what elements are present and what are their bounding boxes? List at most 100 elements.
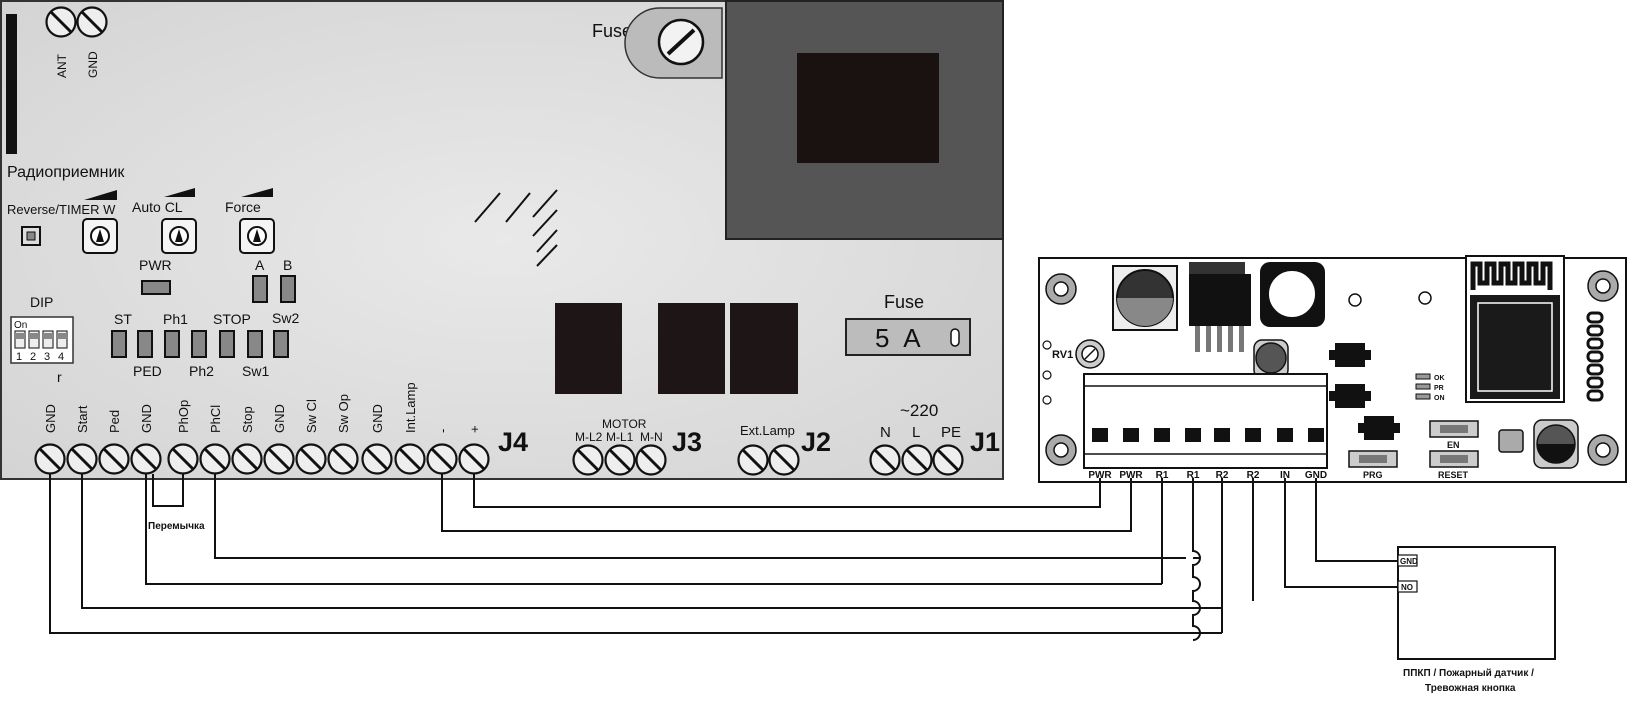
j4-terminal-label: Stop <box>240 406 255 433</box>
alarm-caption-line2: Тревожная кнопка <box>1425 683 1516 694</box>
j4-terminal-label: Ped <box>107 410 122 433</box>
led-a-label: A <box>255 257 265 273</box>
reverse-trimmer-label: Reverse/TIMER W <box>7 202 116 217</box>
wire-in-to-no <box>1284 478 1398 588</box>
led-st-label: ST <box>114 311 132 327</box>
dip-label: DIP <box>30 294 53 310</box>
led-sw1 <box>247 330 263 358</box>
ant-terminal-label: ANT <box>55 53 69 78</box>
j3-terminal-label-3: M-N <box>640 430 663 444</box>
status-led-pr-label: PR <box>1434 385 1444 392</box>
force-trimmer-ramp-icon <box>241 188 273 197</box>
pwr-led-label: PWR <box>139 257 172 273</box>
auto-cl-trimmer-ramp-icon <box>164 188 195 197</box>
dip-bottom-label: r <box>57 369 62 385</box>
relay-2 <box>658 303 725 394</box>
reverse-trimmer-pot[interactable] <box>82 218 118 254</box>
relay-pin-label: R2 <box>1216 470 1229 481</box>
en-button-label: EN <box>1447 440 1460 450</box>
main-fuse-icon <box>845 318 971 356</box>
wire-plus-to-pwr <box>473 474 1101 508</box>
relay-terminal-screw <box>1123 428 1139 442</box>
j4-terminal-label: GND <box>272 404 287 433</box>
j3-motor-title: MOTOR <box>602 417 647 431</box>
j4-screw-terminal <box>295 443 327 475</box>
led-a <box>252 275 268 303</box>
wire-r1-b <box>1192 478 1201 641</box>
relay-pin-label: GND <box>1305 470 1327 481</box>
auto-cl-trimmer-pot[interactable] <box>161 218 197 254</box>
j1-connector-label: J1 <box>970 427 1000 457</box>
smd-components <box>1329 343 1400 440</box>
reset-button[interactable] <box>1429 450 1479 468</box>
status-leds <box>1415 373 1431 400</box>
led-ph2-label: Ph2 <box>189 363 214 379</box>
relay-terminal-screw <box>1092 428 1108 442</box>
jumper-wire <box>152 474 184 507</box>
dip-number-1: 1 <box>16 351 22 363</box>
wiring <box>49 474 1398 641</box>
prg-button[interactable] <box>1348 450 1398 468</box>
j1-terminal-label-pe: PE <box>941 424 961 441</box>
j4-terminal-label: GND <box>43 404 58 433</box>
radio-receiver-label: Радиоприемник <box>7 164 125 181</box>
relay-1 <box>555 303 622 394</box>
j4-terminal-label: PhOp <box>176 400 191 433</box>
header-pins <box>1586 311 1604 402</box>
j4-terminal-label: + <box>467 425 482 433</box>
heat-marks <box>474 189 558 267</box>
j4-screw-terminal <box>361 443 393 475</box>
dip-number-2: 2 <box>30 351 36 363</box>
j1-screw-l <box>901 444 933 476</box>
j4-terminal-label: Sw Cl <box>304 399 319 433</box>
relay-terminal-screw <box>1308 428 1324 442</box>
antenna-screw-terminal <box>45 6 77 38</box>
led-ped-label: PED <box>133 363 162 379</box>
led-ph1-label: Ph1 <box>163 311 188 327</box>
wire-start-to-r2 <box>81 474 1222 609</box>
antenna-gnd-screw-terminal <box>76 6 108 38</box>
sensor-chip <box>1498 429 1524 453</box>
j4-screw-terminal <box>66 443 98 475</box>
led-stop <box>219 330 235 358</box>
wire-gnd-to-r2 <box>49 474 1222 634</box>
transformer-core <box>797 53 939 163</box>
dip-number-3: 3 <box>44 351 50 363</box>
force-trimmer-pot[interactable] <box>239 218 275 254</box>
force-trimmer-label: Force <box>225 199 261 215</box>
j4-screw-terminal <box>98 443 130 475</box>
voltage-regulator <box>1189 262 1251 352</box>
j3-screw-1 <box>572 444 604 476</box>
rv1-trimmer-icon[interactable] <box>1075 339 1105 369</box>
relay-terminal-screw <box>1154 428 1170 442</box>
radio-receiver-strip <box>6 14 17 154</box>
relay-terminal-screw <box>1277 428 1293 442</box>
alarm-gnd-pin-label: GND <box>1400 557 1418 566</box>
j3-terminal-label-2: M-L1 <box>606 430 634 444</box>
led-b <box>280 275 296 303</box>
alarm-caption-line1: ППКП / Пожарный датчик / <box>1403 668 1534 679</box>
led-sw1-label: Sw1 <box>242 363 269 379</box>
en-button[interactable] <box>1429 420 1479 438</box>
relay-module: RV1 <box>1038 255 1627 483</box>
jumper-label: Перемычка <box>148 521 205 532</box>
j4-terminal-label: GND <box>370 404 385 433</box>
fuse-label: Fuse <box>884 292 924 312</box>
j4-screw-terminal <box>167 443 199 475</box>
ant-gnd-terminal-label: GND <box>86 51 100 78</box>
j4-screw-terminal <box>130 443 162 475</box>
fuse-value: 5 A <box>875 323 925 353</box>
led-stop-label: STOP <box>213 311 251 327</box>
j1-screw-pe <box>932 444 964 476</box>
j2-screw-1 <box>737 444 769 476</box>
mounting-holes <box>1045 270 1619 466</box>
wire-phcl-to-r1 <box>214 474 1162 559</box>
led-ph1 <box>164 330 180 358</box>
led-b-label: B <box>283 257 292 273</box>
alarm-no-pin-label: NO <box>1401 583 1413 592</box>
j4-screw-terminal <box>231 443 263 475</box>
dip-switch[interactable] <box>10 316 74 364</box>
alarm-device <box>1397 546 1556 660</box>
